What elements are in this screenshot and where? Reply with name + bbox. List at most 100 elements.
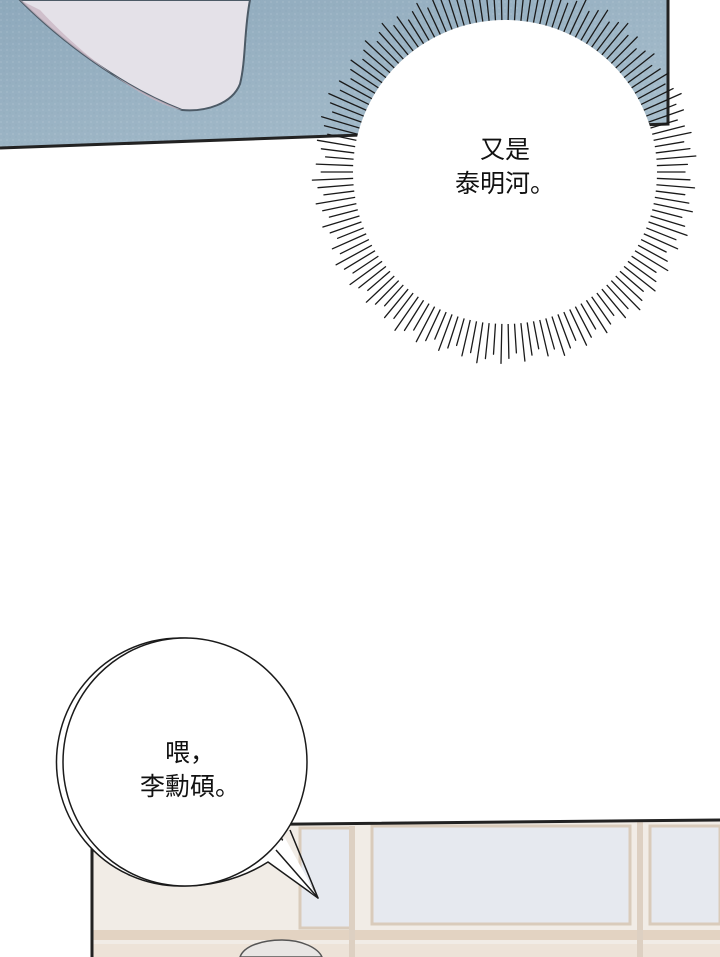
burst-line (478, 0, 484, 25)
burst-line (652, 141, 685, 148)
burst-line (599, 22, 629, 58)
burst-line (500, 321, 503, 365)
burst-line (393, 290, 415, 320)
burst-line (599, 286, 627, 319)
burst-line (393, 24, 415, 54)
burst-line (653, 147, 691, 154)
burst-line (339, 238, 372, 255)
burst-line (613, 48, 637, 70)
burst-line (520, 320, 526, 362)
burst-line (604, 282, 629, 310)
burst-line (544, 0, 554, 29)
burst-line (352, 254, 381, 274)
burst-line (652, 196, 690, 204)
burst-line (646, 220, 688, 237)
burst-line (500, 0, 503, 23)
burst-line (568, 307, 588, 346)
burst-line (350, 68, 381, 90)
burst-line (427, 7, 442, 37)
burst-line (317, 183, 357, 189)
burst-line (653, 155, 697, 161)
burst-line (378, 31, 406, 62)
burst-line (556, 311, 572, 349)
burst-line (383, 282, 406, 307)
burst-line (321, 116, 363, 130)
burst-line (376, 40, 401, 66)
burst-line (463, 0, 472, 27)
speech-line-1: 喂， (164, 738, 215, 767)
speech-bubble-tail-outline (275, 829, 319, 899)
burst-line (654, 177, 691, 181)
burst-line (349, 259, 385, 286)
burst-line (609, 36, 638, 66)
burst-line (447, 314, 460, 349)
burst-line (635, 83, 666, 101)
burst-line (595, 21, 620, 54)
burst-line (556, 2, 569, 33)
burst-line (461, 317, 472, 357)
burst-line (315, 196, 358, 205)
burst-line (632, 249, 669, 272)
thought-bubble-fill (353, 20, 657, 324)
burst-line (526, 0, 532, 25)
burst-line (411, 11, 431, 43)
window-right (648, 824, 720, 926)
burst-line (425, 307, 442, 342)
burst-line (331, 111, 364, 124)
burst-line (629, 254, 657, 273)
burst-line (584, 9, 609, 47)
burst-line (638, 238, 667, 253)
burst-line (350, 78, 378, 95)
burst-line (363, 49, 393, 75)
burst-line (329, 102, 367, 118)
burst-line (331, 232, 369, 250)
burst-line (538, 0, 547, 27)
burst-line (432, 0, 448, 35)
burst-line (403, 297, 426, 332)
burst-line (538, 317, 549, 357)
burst-line (374, 278, 401, 305)
burst-line (649, 125, 685, 136)
burst-line (520, 0, 524, 24)
burst-line (589, 21, 610, 50)
burst-line (595, 290, 615, 317)
burst-line (322, 202, 359, 212)
burst-line (448, 0, 460, 30)
burst-line (476, 319, 484, 364)
burst-line (486, 0, 490, 24)
burst-line (362, 58, 389, 80)
burst-line (532, 318, 540, 350)
burst-line (364, 40, 397, 70)
burst-line (328, 208, 361, 218)
burst-line (507, 0, 510, 23)
burst-line (625, 259, 657, 283)
burst-line (617, 269, 644, 292)
burst-line (654, 163, 689, 167)
speech-bubble-text: 喂， 李勳碩。 (125, 736, 255, 804)
burst-line (327, 133, 359, 142)
burst-line (316, 139, 358, 148)
burst-line (469, 318, 478, 354)
burst-line (350, 59, 385, 85)
burst-line (492, 321, 497, 355)
burst-line (383, 286, 411, 319)
thought-bubble-text: 又是 泰明河。 (440, 133, 570, 201)
thought-line-1: 又是 (479, 135, 530, 164)
burst-line (653, 190, 686, 196)
burst-line (562, 309, 577, 341)
burst-line (335, 243, 375, 266)
burst-line (647, 119, 678, 130)
burst-line (416, 2, 437, 40)
burst-line (573, 10, 590, 40)
burst-line (651, 202, 693, 213)
burst-line (438, 311, 454, 351)
burst-line (638, 87, 674, 106)
burst-line (338, 80, 375, 101)
burst-line (579, 301, 597, 330)
burst-line (550, 0, 562, 30)
burst-line (647, 214, 686, 227)
burst-line (641, 92, 682, 112)
burst-line (456, 0, 466, 29)
burst-line (617, 50, 646, 75)
